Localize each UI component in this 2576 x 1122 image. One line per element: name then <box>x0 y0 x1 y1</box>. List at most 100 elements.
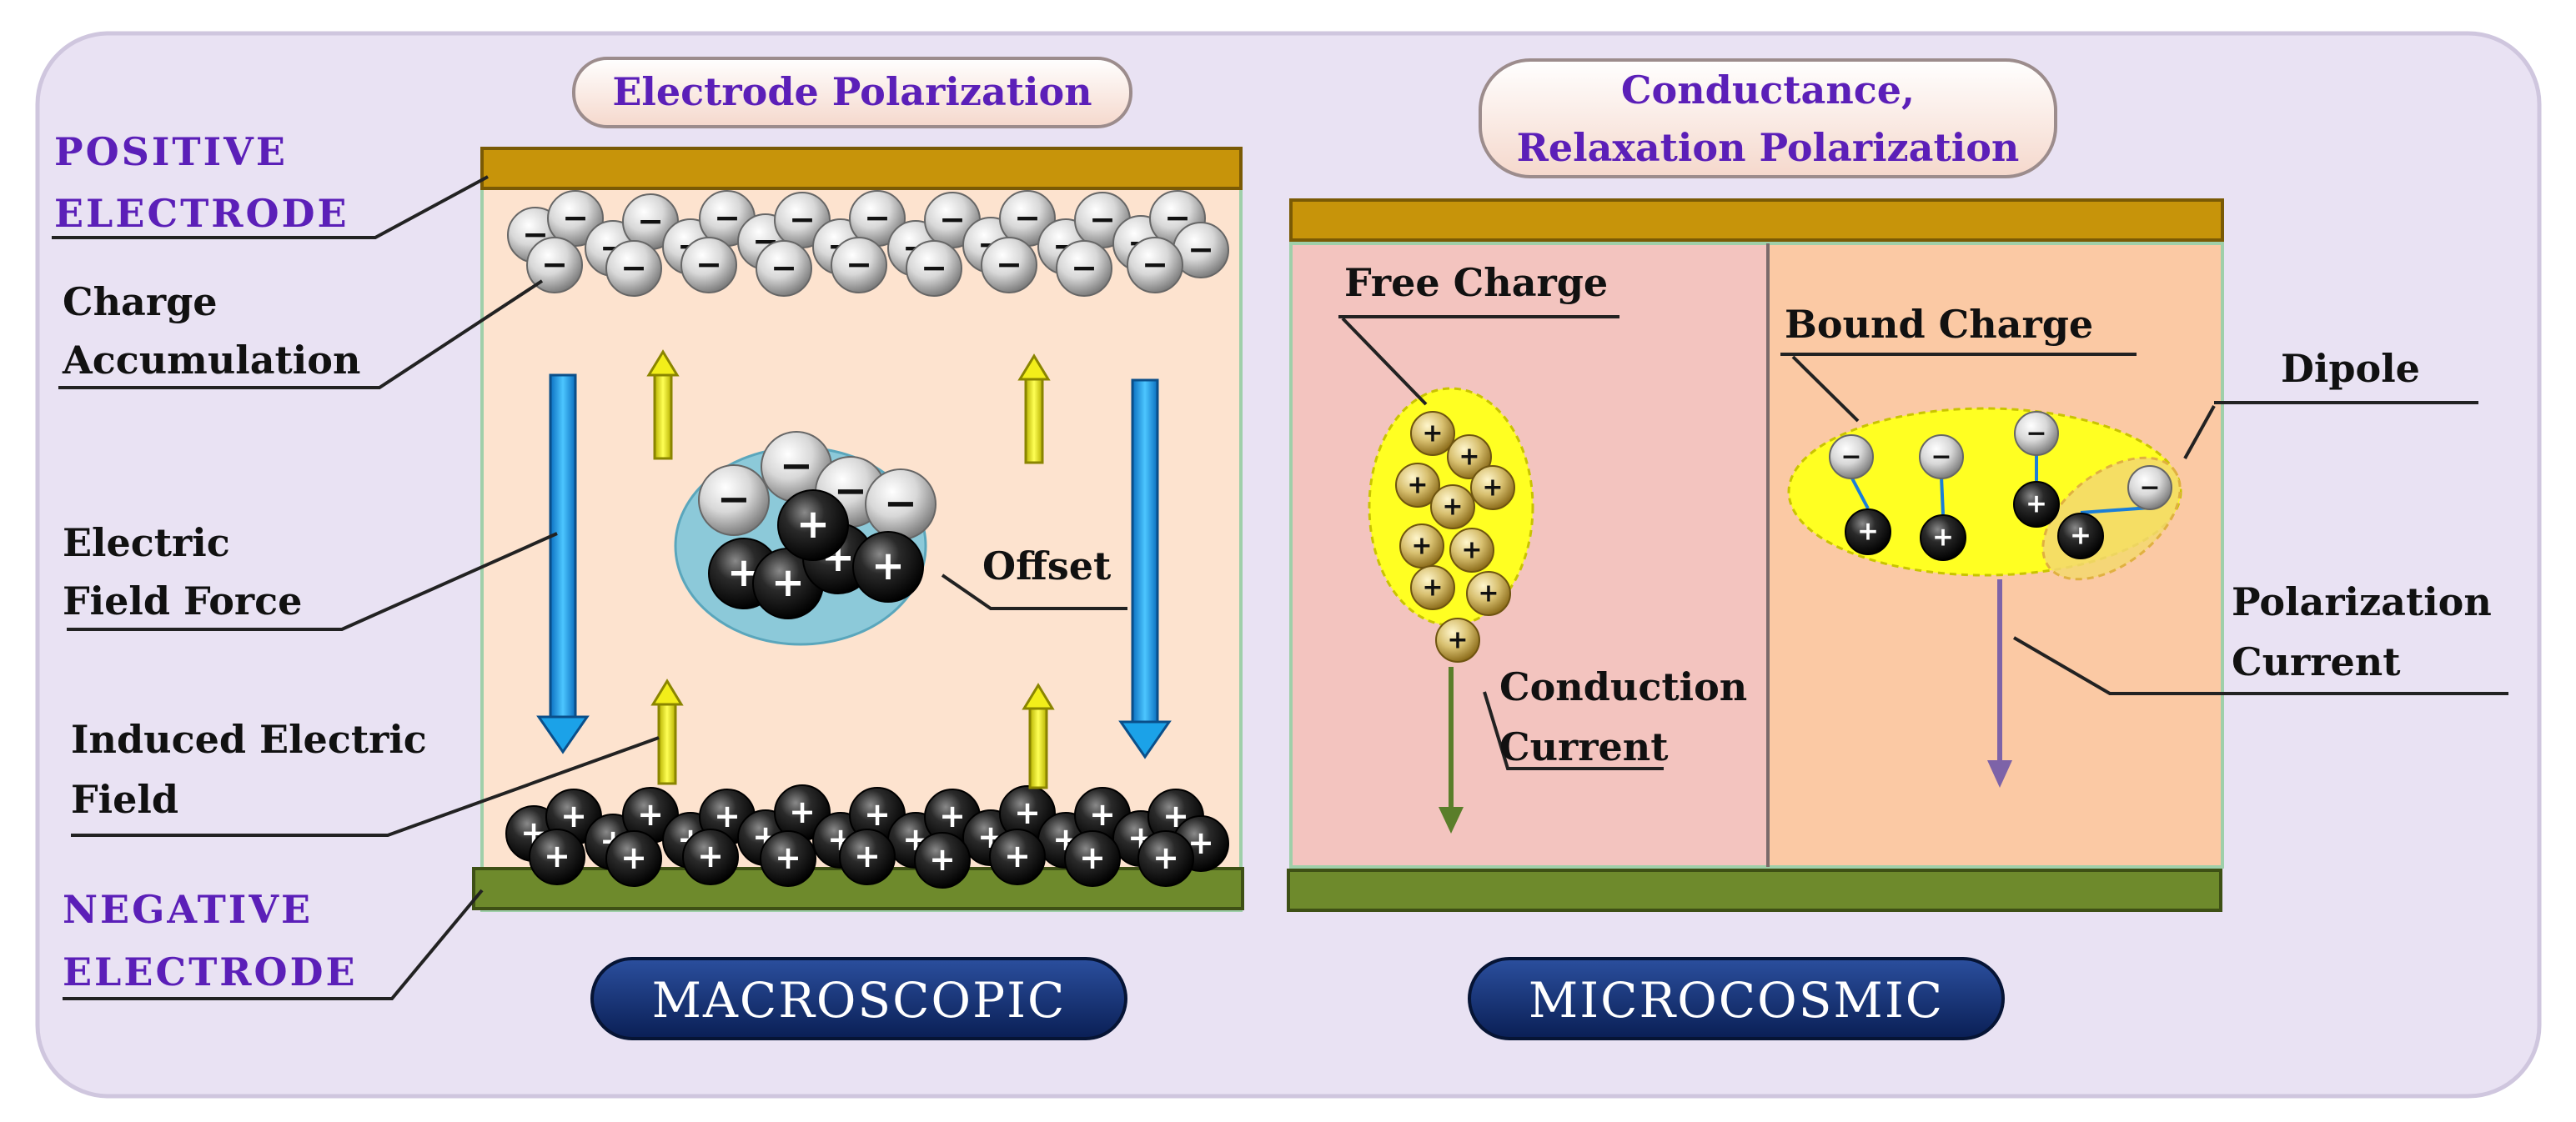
electric-field-force-arrow-left <box>536 373 590 754</box>
svg-text:+: + <box>1004 838 1031 874</box>
negative-charge: − <box>906 240 962 297</box>
negative-charge: − <box>999 190 1056 247</box>
offset-dipole-cluster: −−−−+++++ <box>698 431 936 619</box>
free-charge: + <box>1435 618 1480 663</box>
polarization-current-label-line1: Polarization <box>2232 579 2492 624</box>
svg-text:−: − <box>620 249 647 286</box>
positive-charge: + <box>2057 513 2104 559</box>
svg-text:−: − <box>1188 231 1214 268</box>
svg-text:+: + <box>789 794 816 830</box>
free-charge: + <box>1466 571 1511 616</box>
induced-field-arrow-upper-left <box>646 349 680 460</box>
conduction-current-label-line2: Current <box>1499 724 1669 769</box>
positive-charge: + <box>989 829 1046 885</box>
svg-text:−: − <box>996 246 1022 283</box>
svg-text:+: + <box>1447 625 1468 654</box>
svg-text:+: + <box>871 543 905 589</box>
free-charges: ++++++++++ <box>1395 411 1515 663</box>
positive-charge: + <box>839 829 896 885</box>
svg-text:+: + <box>637 796 664 833</box>
positive-charge: + <box>1920 514 1966 561</box>
positive-charge: + <box>529 829 585 885</box>
free-charge: + <box>1449 528 1494 573</box>
svg-text:+: + <box>771 559 805 606</box>
macroscopic-label: MACROSCOPIC <box>652 972 1067 1029</box>
negative-charge: − <box>698 464 770 536</box>
svg-text:−: − <box>2026 418 2046 448</box>
svg-text:+: + <box>1079 839 1106 876</box>
svg-text:+: + <box>714 798 741 834</box>
left-leader-lines <box>52 175 1127 1000</box>
svg-text:−: − <box>1071 249 1097 286</box>
svg-text:+: + <box>1422 418 1443 448</box>
offset-label: Offset <box>982 543 1112 589</box>
svg-text:+: + <box>544 838 570 874</box>
conduction-current-label-line1: Conduction <box>1499 664 1747 709</box>
relaxation-polarization-title-line2: Relaxation Polarization <box>1517 125 2020 170</box>
svg-text:−: − <box>771 249 797 286</box>
svg-text:−: − <box>1089 201 1116 238</box>
free-charge-label: Free Charge <box>1344 260 1608 305</box>
svg-text:−: − <box>2139 473 2160 502</box>
negative-charge: − <box>1919 434 1964 479</box>
dipole-bond <box>1850 476 1870 509</box>
svg-text:−: − <box>846 246 872 283</box>
positive-charge: + <box>622 787 679 844</box>
positive-charge: + <box>2013 481 2060 528</box>
svg-text:+: + <box>939 798 966 834</box>
positive-charge: + <box>1137 830 1194 887</box>
positive-charge: + <box>1064 830 1121 887</box>
induced-field-label-line2: Field <box>71 777 178 822</box>
free-charge: + <box>1470 465 1515 510</box>
svg-text:+: + <box>1461 535 1482 564</box>
svg-text:+: + <box>775 839 801 876</box>
dipole-bond <box>2080 506 2151 514</box>
svg-text:+: + <box>2070 521 2091 551</box>
positive-charge: + <box>852 531 924 603</box>
svg-text:+: + <box>796 501 830 548</box>
macroscopic-badge: MACROSCOPIC <box>590 957 1127 1040</box>
negative-electrode-label-line2: ELECTRODE <box>63 949 358 994</box>
negative-charge: − <box>865 468 936 540</box>
electrode-polarization-title: Electrode Polarization <box>572 57 1132 128</box>
negative-charge: − <box>831 237 887 293</box>
negative-charge: − <box>981 237 1037 293</box>
negative-charge: − <box>849 190 906 247</box>
bound-charge-label: Bound Charge <box>1785 302 2093 347</box>
free-charge: + <box>1399 523 1444 569</box>
negative-charge: − <box>1173 222 1229 278</box>
right-negative-electrode-plate <box>1287 869 2222 912</box>
svg-text:−: − <box>1931 442 1951 471</box>
positive-electrode-label-line1: POSITIVE <box>54 129 288 174</box>
svg-text:−: − <box>1142 246 1168 283</box>
microcosmic-badge: MICROCOSMIC <box>1468 957 2005 1040</box>
right-leader-lines <box>1338 315 2508 770</box>
negative-charge: − <box>1056 240 1112 297</box>
positive-electrode-plate <box>480 147 1243 190</box>
conduction-current-arrow <box>1439 667 1464 834</box>
svg-text:+: + <box>1459 442 1479 471</box>
electric-field-force-arrow-right <box>1118 378 1172 759</box>
svg-text:+: + <box>560 798 587 834</box>
right-diagram: ++++++++++ − + − + − + − + <box>1287 198 2224 912</box>
svg-text:+: + <box>854 838 881 874</box>
svg-text:−: − <box>717 476 751 523</box>
relaxation-polarization-title-line1: Conductance, <box>1621 68 1915 113</box>
svg-text:+: + <box>697 838 724 874</box>
bound-charges: −+−+−+−+ <box>1829 411 2172 561</box>
svg-text:+: + <box>1014 794 1041 831</box>
negative-charge: − <box>1127 237 1183 293</box>
negative-charge: − <box>680 237 737 293</box>
charge-accumulation-label-line1: Charge <box>63 279 218 324</box>
positive-electrode-label-line2: ELECTRODE <box>54 191 349 236</box>
svg-text:−: − <box>1840 442 1861 471</box>
free-charge: + <box>1430 484 1475 529</box>
charge-accumulation-label-line2: Accumulation <box>62 338 360 383</box>
svg-text:+: + <box>1422 573 1443 602</box>
electric-field-force-label-line1: Electric <box>63 520 230 565</box>
induced-field-arrow-lower-left <box>650 679 684 785</box>
svg-text:+: + <box>1482 473 1503 502</box>
negative-charge: − <box>2014 411 2059 456</box>
svg-text:+: + <box>929 841 956 878</box>
accumulated-negative-charges: −−−−−−−−−−−−−−−−−−−−−−−−−−−− <box>507 190 1229 297</box>
